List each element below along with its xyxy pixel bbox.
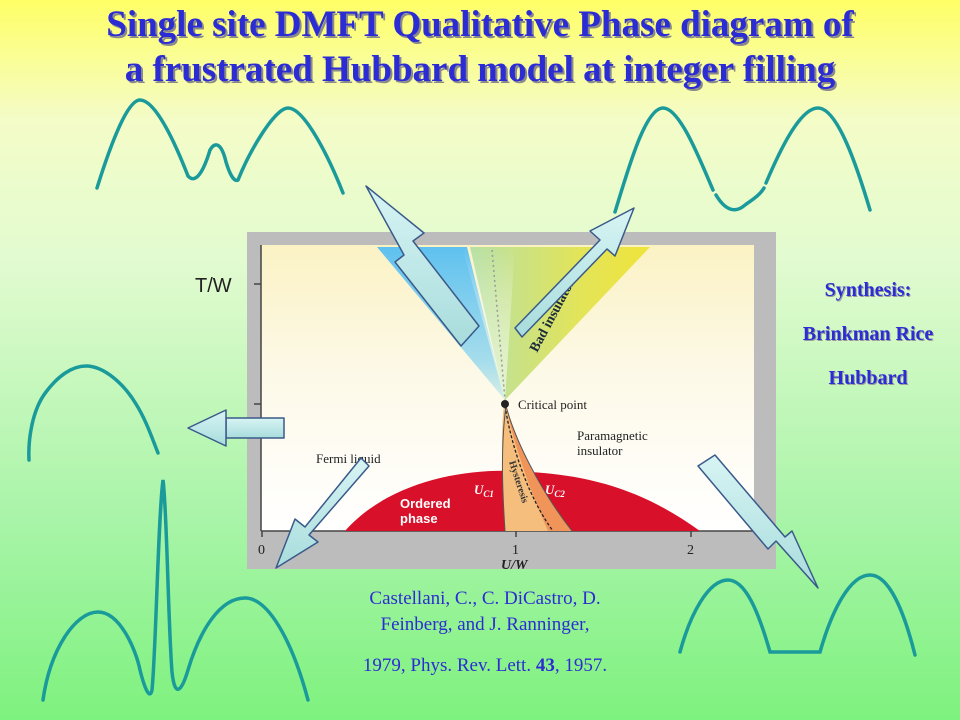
uc1-sub: C1 — [483, 489, 494, 499]
slide-title-line-2: a frustrated Hubbard model at integer fi… — [124, 49, 836, 90]
arrow-to-two-peak-icon — [514, 207, 635, 338]
critical-point-marker — [501, 400, 509, 408]
x-tick-label-0: 0 — [258, 543, 265, 558]
single-peak-dos-curve-icon — [27, 364, 160, 462]
x-axis-label: U/W — [501, 558, 529, 573]
uc1-label: UC1 — [474, 482, 494, 499]
arrow-to-single-peak-body — [225, 417, 285, 439]
paramagnetic-insulator-label-line-2: insulator — [577, 443, 623, 458]
uc1-line — [501, 405, 507, 532]
crossover-line — [491, 249, 506, 401]
citation-journal: 1979, Phys. Rev. Lett. — [362, 655, 536, 676]
citation-page: , 1957. — [554, 655, 608, 676]
uc2-line — [505, 405, 573, 532]
uc2-label: UC2 — [545, 482, 565, 499]
citation-line-3: 1979, Phys. Rev. Lett. 43, 1957. — [300, 653, 670, 679]
x-tick-label-1: 1 — [512, 543, 519, 558]
synthesis-box: Synthesis: Brinkman Rice Hubbard — [768, 268, 960, 400]
uc1-main: U — [474, 482, 484, 497]
citation-line-1: Castellani, C., C. DiCastro, D. — [369, 588, 601, 609]
critical-point-label: Critical point — [518, 397, 587, 412]
crossover-region — [462, 247, 515, 400]
arrow-to-gapped-peak-icon — [697, 454, 819, 589]
three-peak-dos-curve-icon — [95, 98, 345, 195]
synthesis-heading: Synthesis: — [824, 279, 912, 301]
ordered-phase-label-line-1: Ordered — [400, 496, 451, 511]
citation-volume: 43 — [535, 655, 555, 676]
slide-title: Single site DMFT Qualitative Phase diagr… — [0, 2, 960, 92]
x-tick-label-2: 2 — [687, 543, 694, 558]
first-order-line — [504, 405, 554, 532]
y-axis-label: T/W — [195, 275, 232, 297]
citation-line-2: Feinberg, and J. Ranninger, — [380, 614, 590, 635]
bad-insulator-region — [470, 247, 650, 400]
two-peak-dos-curve-icon — [613, 106, 872, 214]
slide-title-line-1: Single site DMFT Qualitative Phase diagr… — [106, 4, 854, 45]
uc2-sub: C2 — [554, 489, 565, 499]
uc2-main: U — [545, 482, 555, 497]
arrow-to-single-peak-icon — [187, 409, 227, 447]
paramagnetic-insulator-label-line-1: Paramagnetic — [577, 428, 648, 443]
hysteresis-inner — [502, 404, 548, 531]
gapped-two-peak-dos-curve-icon — [678, 573, 917, 657]
arrow-to-three-peak-icon — [365, 185, 480, 347]
arrow-to-sharp-peak-icon — [275, 457, 370, 569]
sharp-central-peak-dos-curve-icon — [41, 479, 310, 702]
synthesis-hubbard: Hubbard — [828, 367, 908, 389]
citation: Castellani, C., C. DiCastro, D. Feinberg… — [300, 586, 670, 679]
synthesis-brinkman-rice: Brinkman Rice — [802, 323, 934, 345]
ordered-phase-label-line-2: phase — [400, 511, 438, 526]
